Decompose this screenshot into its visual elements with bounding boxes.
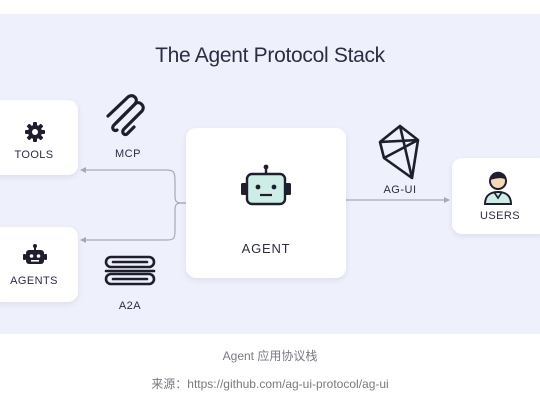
agent-card: AGENT (186, 128, 346, 278)
robot-icon (241, 164, 291, 206)
agent-label: AGENT (241, 241, 291, 256)
mcp-logo-icon (106, 94, 145, 137)
ag-ui-logo-icon (378, 124, 420, 180)
agents-card: AGENTS (0, 227, 78, 302)
ag-ui-label: AG-UI (383, 184, 417, 196)
arrowhead-users (444, 197, 450, 203)
diagram-title: The Agent Protocol Stack (155, 44, 385, 67)
connector-agent-to-agents (82, 202, 187, 241)
connector-lines (80, 167, 450, 243)
arrowhead-tools (80, 167, 86, 173)
figure-caption: Agent 应用协议栈 (222, 349, 318, 363)
users-card: USERS (452, 158, 540, 234)
a2a-label: A2A (118, 300, 142, 312)
small-robot-icon (23, 244, 47, 264)
tools-card: TOOLS (0, 100, 78, 175)
figure-source: 来源：https://github.com/ag-ui-protocol/ag-… (151, 377, 389, 391)
users-label: USERS (480, 210, 520, 222)
mcp-label: MCP (115, 148, 141, 160)
gear-icon (25, 122, 45, 142)
a2a-logo-icon (104, 255, 156, 286)
user-icon (483, 171, 513, 205)
agents-label: AGENTS (10, 275, 58, 287)
tools-label: TOOLS (14, 149, 54, 161)
arrowhead-agents (80, 237, 86, 243)
diagram-figure: The Agent Protocol Stack TOOLS (0, 14, 540, 334)
connector-agent-to-tools (82, 169, 187, 204)
